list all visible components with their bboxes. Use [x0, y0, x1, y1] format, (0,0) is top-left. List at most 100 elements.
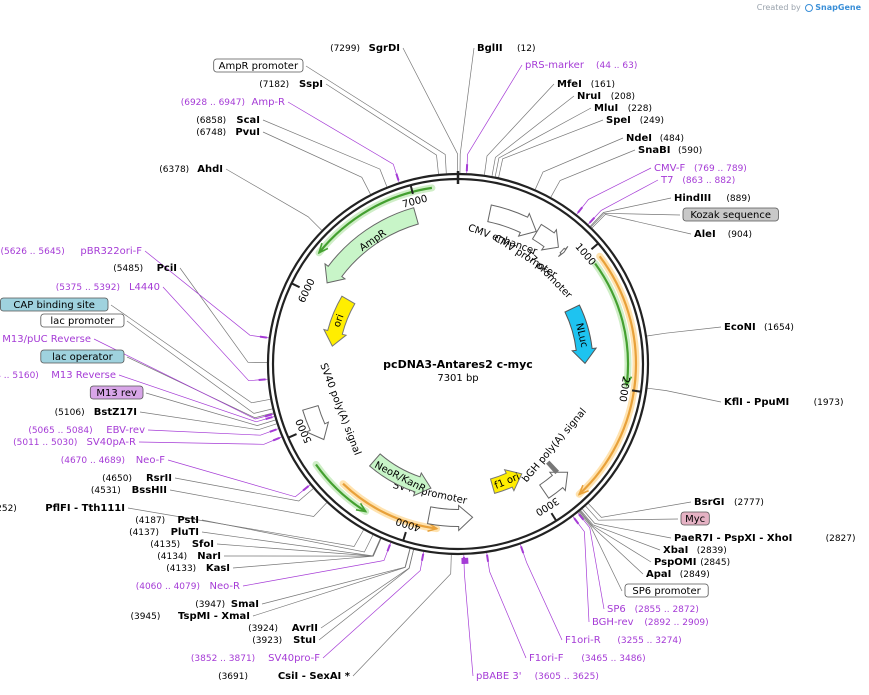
site-pos-econi: (1654): [764, 323, 794, 333]
orf-line-0: [578, 255, 638, 496]
leader-xbai: [580, 510, 661, 551]
leader-sv40pa-r: [138, 436, 282, 445]
site-name-sgrdi: SgrDI: [369, 43, 400, 54]
orf-line-3: [315, 463, 367, 513]
site-pos-nari: (4134): [157, 552, 187, 562]
orf-highlight-3: [312, 461, 370, 515]
primer-mark-t7: [588, 217, 596, 224]
feature-tag-cap-binding-site: CAP binding site: [13, 300, 95, 311]
site-name-prs-marker: pRS-marker: [525, 60, 585, 71]
site-name-pcii: PciI: [157, 263, 177, 274]
primer-mark-cmv-f: [577, 206, 584, 214]
feature-tag-m13-rev: M13 rev: [96, 388, 137, 399]
leader-lines: [93, 47, 722, 677]
leader-amp-r: [287, 101, 400, 183]
orf-arrowhead-1: [622, 375, 633, 388]
tick-mark-6000: [291, 282, 301, 289]
site-pos-pspomi: (2845): [700, 558, 730, 568]
leader-neo-r: [242, 542, 392, 587]
leader-f1ori-f: [486, 552, 527, 659]
feature-label-sv40-poly-a-signal: SV40 poly(A) signal: [317, 362, 362, 457]
site-name-cmv-f: CMV-F: [654, 163, 685, 174]
feature-ampr: [324, 207, 419, 284]
site-name-f1ori-r: F1ori-R: [565, 635, 601, 646]
site-pos-neo-f: (4670 .. 4689): [61, 456, 125, 466]
feature-t7-promoter: [558, 246, 569, 257]
feature-box-kozak-sequence: [682, 207, 779, 222]
site-pos-ahdi: (6378): [159, 165, 189, 175]
site-pos-sv40pa-r: (5011 .. 5030): [13, 438, 77, 448]
leader-avrii: [320, 549, 414, 629]
feature-neor-kanr: [368, 453, 432, 497]
orf-line-2: [342, 482, 437, 530]
site-name-sv40pa-r: SV40pA-R: [87, 437, 136, 448]
site-name-ebv-rev: EBV-rev: [106, 425, 145, 436]
feature-tag-kozak-sequence: Kozak sequence: [690, 210, 771, 221]
site-name-pbabe-3: pBABE 3': [476, 671, 522, 682]
site-name-scai: ScaI: [236, 115, 260, 126]
site-name-bglii: BglII: [477, 43, 503, 54]
leader-paer7i-pspxi-xhoi: [582, 508, 672, 539]
leader-ampr-promoter: [305, 65, 447, 174]
site-name-mlui: MluI: [594, 103, 618, 114]
site-name-ahdi: AhdI: [197, 164, 223, 175]
site-name-csii-sexai: CsiI - SexAI *: [278, 671, 351, 682]
primer-mark-m13-reverse: [265, 416, 273, 420]
leader-pspomi: [579, 510, 652, 563]
feature-f1-ori: [489, 468, 523, 495]
leader-nrui: [491, 95, 575, 177]
site-pos-paer7i-pspxi-xhoi: (2827): [826, 534, 856, 544]
site-name-spei: SpeI: [606, 115, 631, 126]
site-pos-l4440: (5375 .. 5392): [56, 283, 120, 293]
primer-mark-l4440: [258, 378, 266, 381]
site-pos-nrui: (208): [611, 92, 635, 102]
site-name-kfli-ppumi: KflI - PpuMI: [724, 397, 789, 408]
site-pos-sv40pro-f: (3852 .. 3871): [191, 654, 255, 664]
leader-mlui: [494, 107, 592, 177]
feature-cmv-enhancer: [487, 204, 537, 237]
site-name-pvui: PvuI: [235, 127, 260, 138]
site-name-rsrii: RsrII: [146, 473, 172, 484]
leader-apai: [579, 511, 644, 575]
primer-mark-sp6: [578, 513, 585, 521]
leader-econi: [646, 326, 722, 337]
site-pos-m13-reverse: (5144 .. 5160): [0, 371, 39, 381]
leader-mfei: [484, 83, 555, 175]
leader-prs-marker: [466, 64, 523, 174]
plasmid-name: pcDNA3-Antares2 c-myc: [383, 358, 533, 371]
site-pos-snabi: (590): [678, 146, 702, 156]
site-pos-sspi: (7182): [259, 80, 289, 90]
feature-label-nluc: NLuc: [573, 322, 589, 349]
site-name-m13-reverse: M13 Reverse: [51, 370, 116, 381]
site-pos-apai: (2849): [680, 570, 710, 580]
site-name-f1ori-f: F1ori-F: [529, 653, 564, 664]
feature-box-myc: [680, 511, 710, 526]
site-pos-cmv-f: (769 .. 789): [694, 164, 747, 174]
site-pos-pluti: (4137): [129, 528, 159, 538]
leader-sp6-promoter: [578, 511, 623, 592]
site-pos-ndei: (484): [660, 134, 684, 144]
feature-box-m13-rev: [89, 385, 144, 400]
site-name-kasi: KasI: [206, 563, 230, 574]
leader-neo-f: [167, 459, 311, 498]
primer-mark-sv40pro-f: [420, 553, 425, 561]
leader-f1ori-r: [520, 544, 563, 641]
site-name-bsshii: BssHII: [132, 485, 167, 496]
site-name-bstz17i: BstZ17I: [94, 407, 137, 418]
primer-mark-m13-puc-reverse: [264, 413, 272, 418]
site-name-l4440: L4440: [129, 282, 160, 293]
tick-label-1000: 1000: [573, 242, 598, 268]
primer-mark-amp-r: [395, 173, 400, 181]
leader-snabi: [550, 149, 636, 198]
leader-sv40pro-f: [322, 551, 424, 659]
leader-ahdi: [225, 168, 322, 231]
leader-l4440: [162, 286, 268, 382]
leader-pflfi-tth111i: [127, 507, 364, 547]
site-name-tspmi-xmai: TspMI - XmaI: [178, 611, 250, 622]
feature-box-ampr-promoter: [213, 58, 304, 73]
leader-hindiii: [590, 197, 672, 227]
plasmid-length: 7301 bp: [437, 373, 478, 384]
site-name-stui: StuI: [293, 635, 316, 646]
leader-kozak-sequence: [590, 212, 681, 228]
